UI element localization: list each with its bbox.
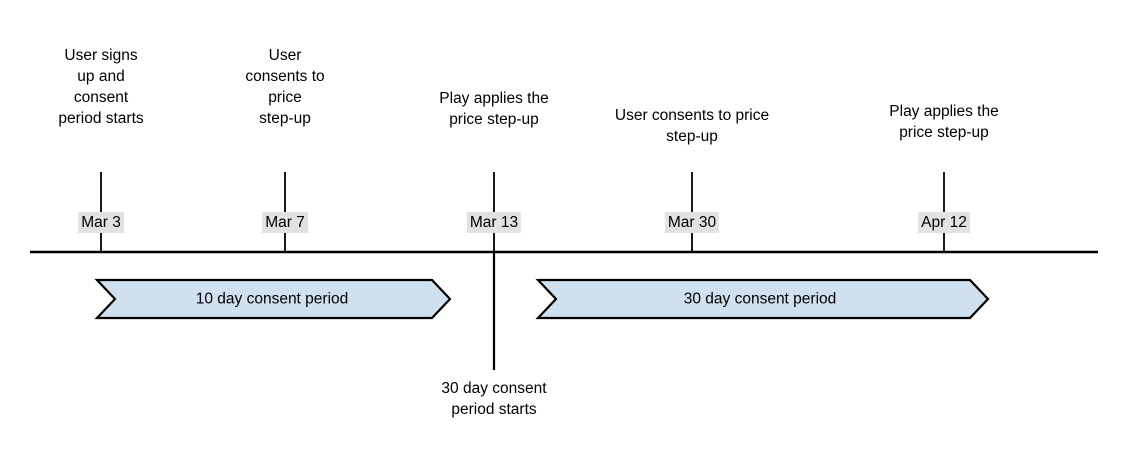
date-chip-mar-3: Mar 3 <box>78 212 124 233</box>
event-label-mar-30: User consents to price step-up <box>614 107 770 145</box>
consent-period-band-1 <box>94 278 452 320</box>
event-label-mar-13: Play applies the price step-up <box>439 90 549 128</box>
below-note-label: 30 day consent period starts <box>441 380 547 418</box>
event-label-mar-3: User signs up and consent period starts <box>58 47 144 127</box>
band-label-2: 30 day consent period <box>683 290 837 308</box>
event-label-mar-7: User consents to price step-up <box>245 47 325 127</box>
event-label-apr-12: Play applies the price step-up <box>889 103 999 141</box>
date-chip-mar-30: Mar 30 <box>664 212 720 233</box>
band-label-1: 10 day consent period <box>195 290 349 308</box>
date-chip-apr-12: Apr 12 <box>918 212 970 233</box>
consent-period-band-2 <box>535 278 990 320</box>
date-chip-mar-7: Mar 7 <box>262 212 308 233</box>
date-chip-mar-13: Mar 13 <box>466 212 522 233</box>
